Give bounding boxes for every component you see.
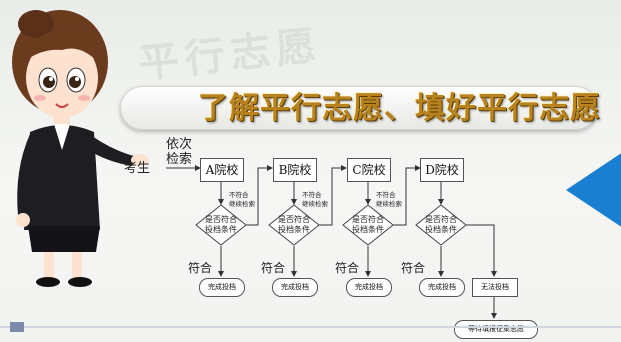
- search-label-line1: 依次: [166, 137, 193, 152]
- start-label: 考生: [124, 161, 151, 176]
- decision-text-b: 是否符合投档条件: [278, 215, 310, 234]
- match-label-d: 符合: [401, 261, 426, 275]
- title-banner: [120, 86, 598, 130]
- no-match-label-b: 不符合继续检索: [302, 191, 328, 208]
- decision-text-c: 是否符合投档条件: [352, 215, 384, 234]
- wait-pill: 等待填报征集志愿: [454, 320, 538, 339]
- done-pill-c: 完成投档: [346, 278, 392, 297]
- fail-box: 无法投档: [472, 278, 518, 297]
- done-pill-a: 完成投档: [199, 278, 245, 297]
- decision-text-d: 是否符合投档条件: [425, 215, 457, 234]
- no-match-label-c: 不符合继续检索: [376, 191, 402, 208]
- match-label-a: 符合: [188, 261, 213, 275]
- school-box-d: D院校: [420, 158, 464, 182]
- match-label-b: 符合: [261, 261, 286, 275]
- search-label-line2: 检索: [166, 152, 193, 167]
- cartoon-guide-illustration: [12, 10, 149, 287]
- corner-marker-icon: [10, 322, 24, 332]
- school-box-a: A院校: [200, 158, 244, 182]
- done-pill-b: 完成投档: [272, 278, 318, 297]
- done-pill-d: 完成投档: [419, 278, 465, 297]
- school-box-b: B院校: [273, 158, 317, 182]
- page-title: 了解平行志愿、填好平行志愿: [198, 91, 601, 126]
- decision-text-a: 是否符合投档条件: [205, 215, 237, 234]
- school-box-c: C院校: [347, 158, 391, 182]
- no-match-label-a: 不符合继续检索: [229, 191, 255, 208]
- blue-arrow-icon: [566, 153, 621, 227]
- bottom-divider: [0, 326, 621, 328]
- match-label-c: 符合: [335, 261, 360, 275]
